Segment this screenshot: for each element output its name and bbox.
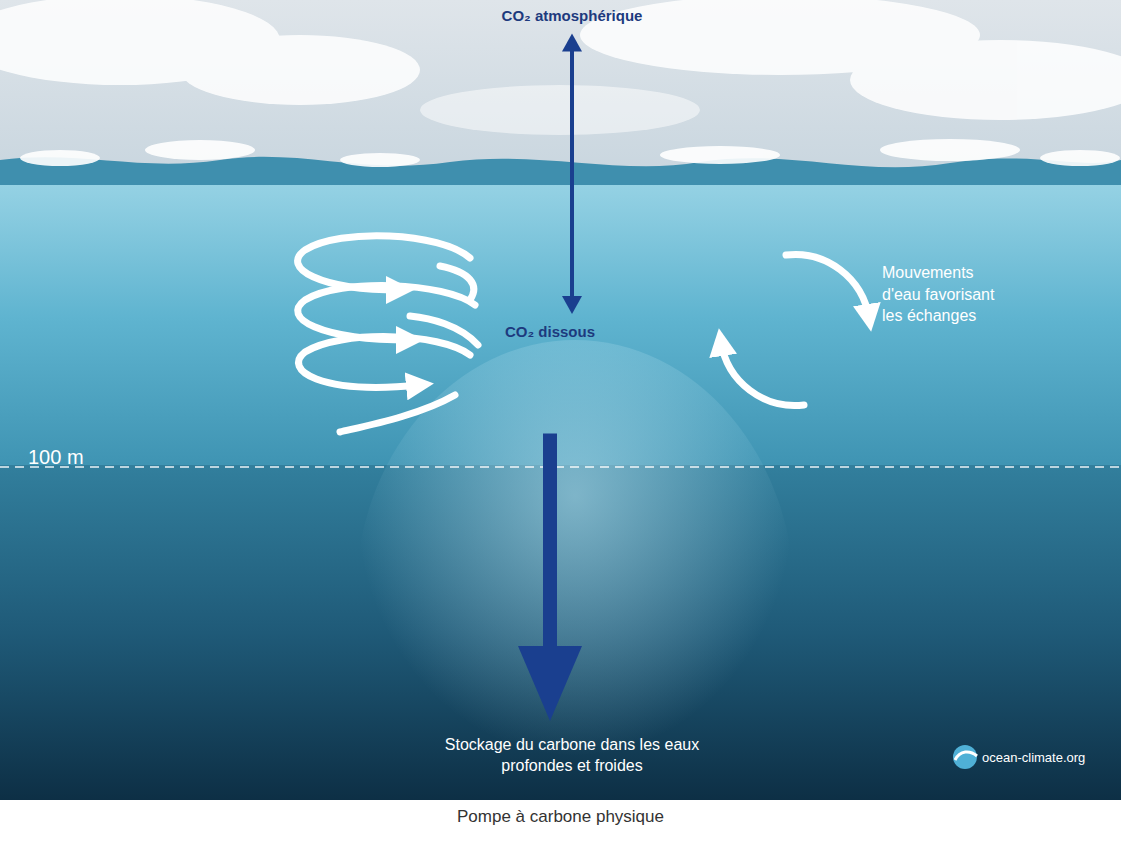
arrow-shaft: [570, 50, 574, 299]
caption: Pompe à carbone physique: [457, 807, 664, 827]
flux-label: CO₂ atmosphérique: [462, 6, 682, 26]
arrowhead: [562, 34, 582, 52]
flux-label: CO₂ dissous: [480, 322, 620, 342]
arrowhead: [562, 296, 582, 314]
flux-arrow: [562, 34, 582, 315]
waves: [0, 157, 1121, 185]
clouds: [0, 0, 1121, 135]
flux-arrow: [518, 434, 582, 722]
depth-label: 100 m: [28, 444, 118, 471]
foam: [20, 139, 1120, 167]
depth-line: [0, 466, 1121, 468]
arrowhead: [518, 646, 582, 721]
node-text: CO₂ atmosphérique: [462, 6, 682, 26]
circular-current: [721, 254, 869, 405]
light-glow: [355, 340, 795, 847]
node-text: CO₂ dissous: [480, 322, 620, 342]
annotation: Mouvements d'eau favorisant les échanges: [882, 262, 1007, 327]
watermark: ocean-climate.org: [982, 749, 1117, 767]
watermark-logo: [953, 745, 977, 769]
arrow-shaft: [543, 434, 557, 649]
spiral-current: [298, 236, 478, 432]
storage-label: Stockage du carbone dans les eaux profon…: [422, 735, 722, 777]
node-text: Stockage du carbone dans les eaux profon…: [422, 735, 722, 777]
